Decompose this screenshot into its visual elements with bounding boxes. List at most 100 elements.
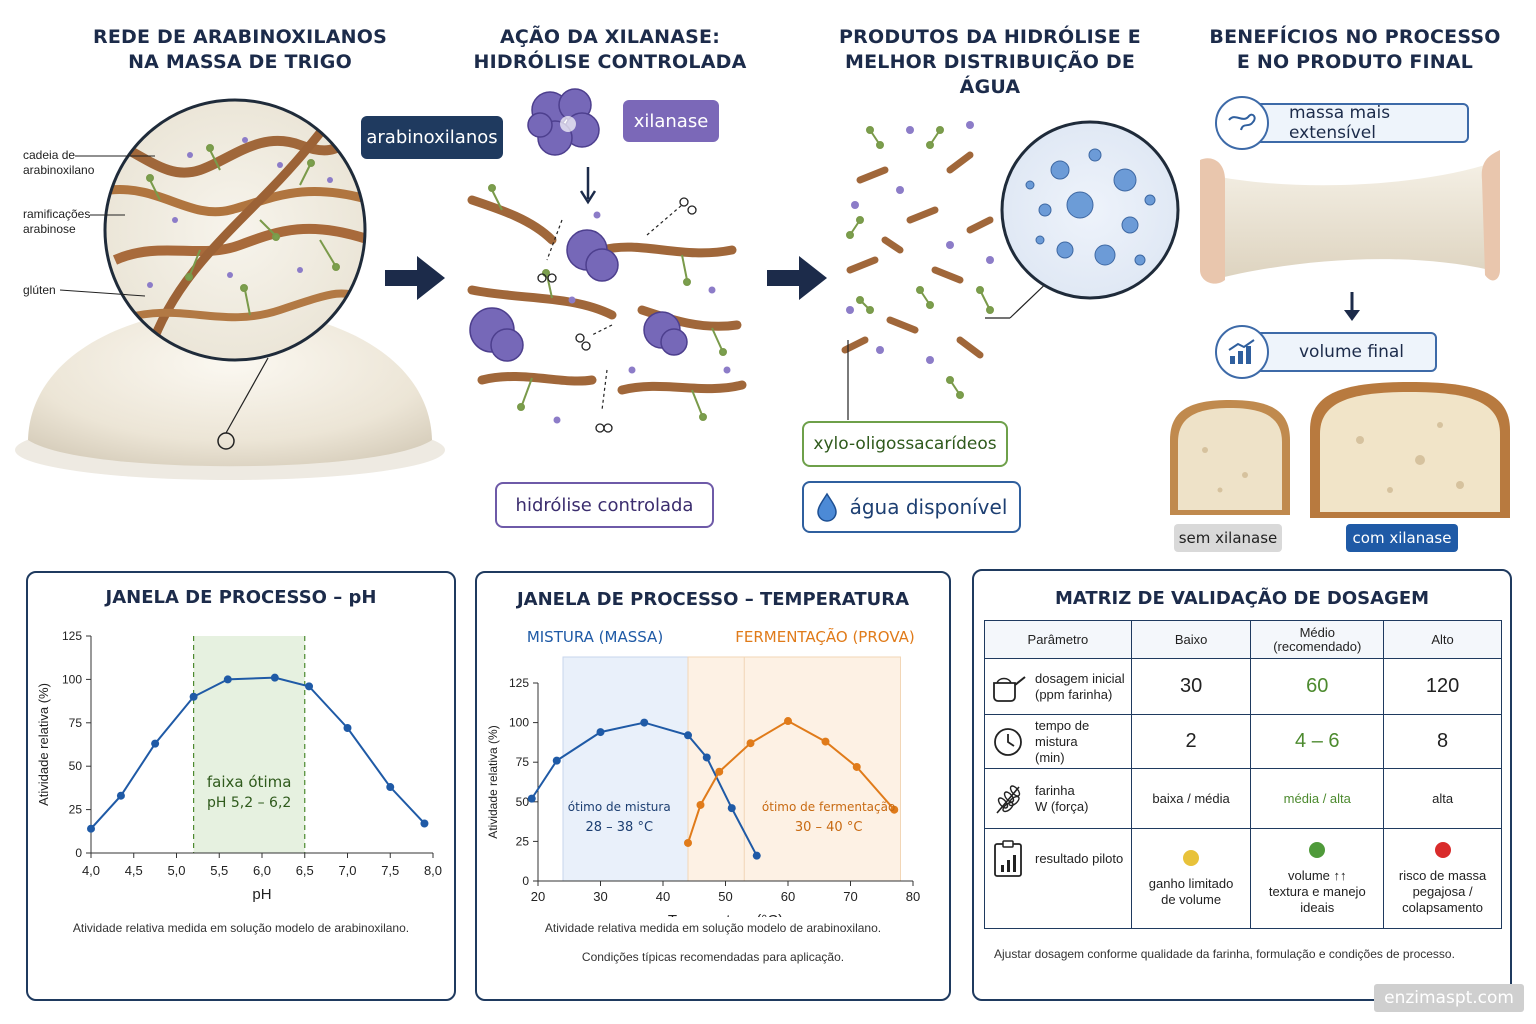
band-label: faixa ótima xyxy=(207,773,292,791)
chart-note: Atividade relativa medida em solução mod… xyxy=(544,921,882,935)
mixing-optimum-label: ótimo de mistura xyxy=(568,800,671,814)
fermentation-data-point xyxy=(746,739,755,748)
optimal-band xyxy=(193,636,305,853)
y-tick-label: 0 xyxy=(75,846,82,860)
measuring-scoop-icon xyxy=(993,675,1026,702)
mixing-data-point xyxy=(702,753,711,762)
x-tick-label: 4,5 xyxy=(125,863,143,878)
clipboard-chart-icon xyxy=(994,840,1022,877)
label-arabinoxylans: arabinoxilanos xyxy=(361,116,503,159)
ph-data-point xyxy=(305,682,314,691)
arrow-right-icon xyxy=(385,256,445,300)
xylanase-enzyme-icon xyxy=(527,88,600,156)
cell-flour-medium: média / alta xyxy=(1250,768,1385,829)
chart-growth-icon xyxy=(1228,339,1255,364)
fermentation-data-point xyxy=(890,805,899,814)
bread-comparison-photo xyxy=(1170,382,1510,518)
dough-illustration xyxy=(15,98,445,480)
water-drop-icon xyxy=(816,492,837,522)
x-tick-label: 6,5 xyxy=(296,863,314,878)
fermentation-data-point xyxy=(821,737,830,746)
y-tick-label: 100 xyxy=(509,716,529,730)
y-tick-label: 0 xyxy=(522,874,529,888)
y-tick-label: 100 xyxy=(62,672,82,686)
hydrolysis-products-illustration xyxy=(841,120,1180,420)
ph-data-point xyxy=(270,673,279,682)
ph-data-point xyxy=(420,819,429,828)
arrow-right-icon xyxy=(767,256,827,300)
ph-data-point xyxy=(151,739,160,748)
arrow-down-icon xyxy=(1344,292,1360,321)
table-row: resultado piloto ganho limitado de volum… xyxy=(984,828,1502,929)
ph-data-point xyxy=(386,783,395,792)
status-dot-red xyxy=(1434,841,1451,858)
mixing-data-point xyxy=(684,731,692,740)
matrix-note: Ajustar dosagem conforme qualidade da fa… xyxy=(994,947,1455,961)
cell-flour-low: baixa / média xyxy=(1130,768,1252,829)
section-title-benefits: BENEFÍCIOS NO PROCESSO E NO PRODUTO FINA… xyxy=(1209,26,1501,73)
caption-without-xylanase: sem xilanase xyxy=(1174,524,1282,552)
header-high: Alto xyxy=(1383,620,1502,659)
fermentation-activity-line xyxy=(687,719,896,844)
panel-title: MATRIZ DE VALIDAÇÃO DE DOSAGEM xyxy=(1054,588,1430,609)
panel-dosage-matrix: MATRIZ DE VALIDAÇÃO DE DOSAGEM Parâmetro… xyxy=(972,569,1512,1001)
x-tick-label: 4,0 xyxy=(82,863,100,878)
callout-gluten: glúten xyxy=(23,283,56,297)
x-tick-label: 7,5 xyxy=(381,863,399,878)
param-dosage: dosagem inicial(ppm farinha) xyxy=(985,671,1131,703)
mixing-data-point xyxy=(752,851,761,860)
fermentation-series-label: FERMENTAÇÃO (PROVA) xyxy=(735,627,915,646)
label-available-water: água disponível xyxy=(802,481,1021,533)
x-tick-label: 40 xyxy=(656,889,670,904)
y-tick-label: 50 xyxy=(516,795,530,809)
dough-stretch-icon xyxy=(1228,113,1256,131)
chart-note: Condições típicas recomendadas para apli… xyxy=(581,950,845,964)
hydrolysis-illustration xyxy=(467,184,747,433)
x-tick-label: 6,0 xyxy=(253,863,271,878)
x-tick-label: 60 xyxy=(781,889,795,904)
x-tick-label: 5,5 xyxy=(210,863,228,878)
cell-mixing-low: 2 xyxy=(1130,714,1252,769)
fermentation-optimum-label: ótimo de fermentação xyxy=(762,800,895,814)
mixing-optimum-range: 28 – 38 °C xyxy=(585,820,653,835)
cell-mixing-medium: 4 – 6 xyxy=(1250,714,1385,769)
cell-flour-high: alta xyxy=(1383,768,1502,829)
x-axis-label: pH xyxy=(252,886,271,903)
y-tick-label: 25 xyxy=(516,834,530,848)
cell-result-high: risco de massa pegajosa / colapsamento xyxy=(1383,828,1502,929)
mixing-activity-line xyxy=(530,721,758,857)
watermark: enzimaspt.com xyxy=(1374,984,1524,1012)
section-title-xylanase-action: AÇÃO DA XILANASE: HIDRÓLISE CONTROLADA xyxy=(473,26,747,73)
x-tick-label: 5,0 xyxy=(167,863,185,878)
table-row: dosagem inicial(ppm farinha) 30 60 120 xyxy=(984,658,1502,715)
fermentation-data-point xyxy=(852,762,861,771)
status-dot-green xyxy=(1309,841,1326,858)
ph-data-point xyxy=(223,675,232,684)
x-tick-label: 8,0 xyxy=(424,863,442,878)
param-mixing-time: tempo de mistura(min) xyxy=(985,718,1131,766)
label-controlled-hydrolysis: hidrólise controlada xyxy=(495,482,714,528)
mixing-data-point xyxy=(552,756,561,765)
section-title-arabinoxylan-network: REDE DE ARABINOXILANOS NA MASSA DE TRIGO xyxy=(93,26,387,73)
mixing-series-label: MISTURA (MASSA) xyxy=(527,628,663,646)
band-range: pH 5,2 – 6,2 xyxy=(207,795,291,811)
callout-arabinoxylan-chain: cadeia de arabinoxilano xyxy=(23,148,95,177)
x-tick-label: 50 xyxy=(718,889,732,904)
cell-dosage-high: 120 xyxy=(1383,658,1502,715)
mixing-data-point xyxy=(596,728,605,737)
stretched-dough-photo xyxy=(1200,150,1500,284)
fermentation-optimum-range: 30 – 40 °C xyxy=(795,820,863,835)
section-title-hydrolysis-products: PRODUTOS DA HIDRÓLISE E MELHOR DISTRIBUI… xyxy=(839,26,1141,98)
caption-with-xylanase: com xilanase xyxy=(1346,524,1458,552)
y-tick-label: 25 xyxy=(69,803,83,817)
magnifier-lens xyxy=(105,100,365,360)
cell-result-low: ganho limitado de volume xyxy=(1130,828,1252,929)
y-axis-label: Atividade relativa (%) xyxy=(486,725,500,838)
header-medium: Médio (recomendado) xyxy=(1250,620,1385,659)
benefit-extensible-dough: massa mais extensível xyxy=(1245,103,1469,143)
ph-data-point xyxy=(87,824,95,833)
